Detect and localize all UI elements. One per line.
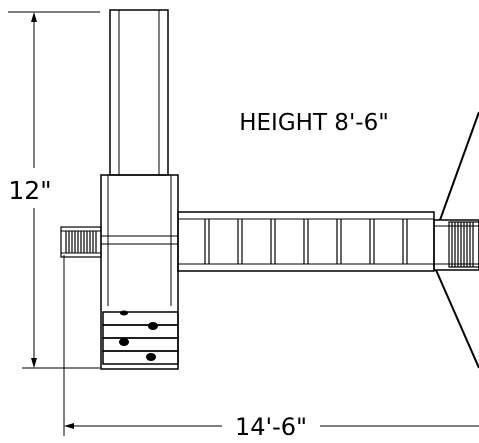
swing-seat-slats bbox=[451, 222, 474, 267]
swing-a-frame bbox=[433, 111, 479, 369]
left-ladder-frame bbox=[60, 226, 102, 258]
main-platform bbox=[100, 174, 179, 370]
step-2 bbox=[102, 324, 179, 339]
bridge-bars bbox=[204, 219, 408, 264]
bridge-frame bbox=[177, 211, 435, 272]
vertical-dimension: 12" bbox=[8, 11, 100, 369]
vertical-dim-label: 12" bbox=[8, 176, 51, 205]
height-label: HEIGHT 8'-6" bbox=[239, 110, 389, 136]
horizontal-dim-label: 14'-6" bbox=[235, 413, 307, 438]
a-frame-leg-lower bbox=[435, 269, 479, 369]
vertical-dim-arrow-bottom bbox=[31, 358, 37, 368]
step-hold-3 bbox=[119, 338, 129, 346]
step-hold-4 bbox=[146, 353, 156, 361]
a-frame-leg-upper bbox=[439, 111, 479, 221]
horizontal-dim-arrow-left bbox=[64, 423, 74, 429]
tower-upper bbox=[109, 9, 169, 176]
step-4 bbox=[102, 350, 179, 365]
vertical-dim-arrow-top bbox=[31, 12, 37, 22]
platform-frame bbox=[100, 174, 179, 370]
step-hold-1 bbox=[120, 310, 128, 316]
a-frame-connector bbox=[433, 219, 479, 271]
monkey-bar-bridge bbox=[177, 211, 435, 272]
step-3 bbox=[102, 337, 179, 352]
left-ladder-rungs bbox=[65, 231, 97, 253]
step-hold-2 bbox=[148, 322, 158, 330]
step-block bbox=[102, 310, 179, 365]
left-ladder bbox=[60, 226, 102, 258]
step-1 bbox=[102, 311, 179, 326]
horizontal-dimension: 14'-6" bbox=[63, 255, 479, 441]
